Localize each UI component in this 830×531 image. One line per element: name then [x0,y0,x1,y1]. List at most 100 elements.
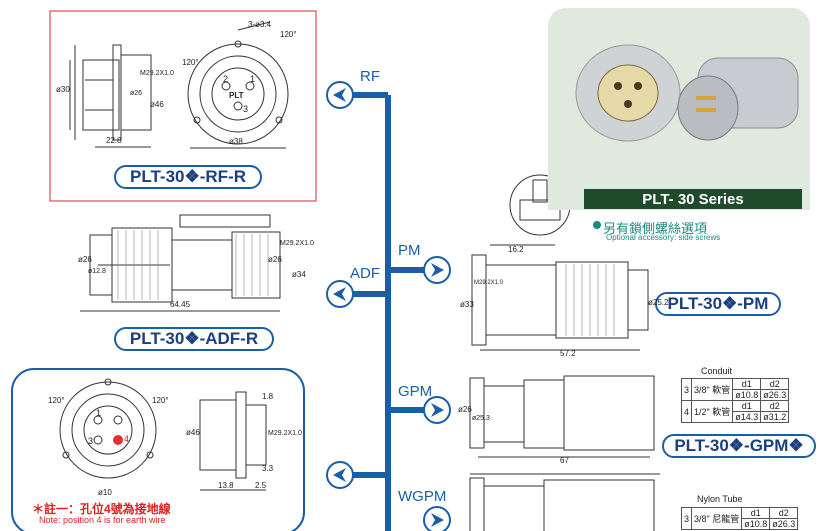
dim-label: ø33 [460,300,474,309]
dim-label: 120° [280,30,297,39]
d1-header: d1 [732,378,762,390]
table-row: 3 3/8" 軟管 d1 d2 [680,378,790,401]
note-text-en: Note: position 4 is for earth wire [39,515,166,525]
logo-mark: PLT [229,91,244,100]
dim-label: ø26 [268,255,282,264]
branch-label-rf: RF [360,68,380,85]
nylon-table: 3 3/8" 尼龍管 d1 d2 ø10.8 ø26.3 [680,507,799,530]
dim-label: 2.5 [255,481,267,490]
size-cell: 3/8" 軟管 [691,378,734,401]
dim-label: ø25.2 [648,298,669,307]
size-cell: 3/8" 尼龍管 [691,507,743,530]
pm-side-view [471,244,649,351]
note-text-zh: ＊註一：孔位4號為接地線 [32,502,171,516]
model-label-pm: PLT-30❖-PM [655,292,781,316]
d1-header: d1 [741,507,771,519]
product-photo-panel [548,8,810,210]
d2-value: ø31.2 [760,411,790,423]
conduit-table: 3 3/8" 軟管 d1 d2 ø10.8 ø26.3 4 1/2" 軟管 d1… [680,378,790,423]
dim-label: 120° [48,396,65,405]
d2-header: d2 [760,378,790,390]
wgpm-right-arrow-icon [423,506,451,531]
table-row: ø10.8 ø26.3 [682,518,799,530]
dim-label: ø25.3 [472,415,490,422]
model-label-gpm: PLT-30❖-GPM❖ [662,434,816,458]
rf-side-view [69,44,152,148]
dim-label: ø12.8 [88,268,106,275]
dim-label: ø38 [229,137,243,146]
dim-label: 120° [182,58,199,67]
option-text-zh: 另有鎖側螺絲選項 [603,221,708,236]
table-row: ø10.8 ø26.3 [682,389,790,401]
adf-knurl [117,230,269,300]
d1-value: ø10.8 [732,389,762,401]
series-title-banner: PLT- 30 Series [584,189,802,209]
option-bullet-icon [593,221,601,229]
row-number: 4 [680,400,693,423]
pm-arrow-icon [423,256,451,284]
model-label-adf: PLT-30❖-ADF-R [114,327,274,351]
branch-label-pm: PM [398,242,421,259]
d1-value: ø14.3 [732,411,762,423]
dim-label: ø26 [458,405,472,414]
earth-pin-highlight [113,435,123,445]
d2-value: ø26.3 [760,389,790,401]
dim-label: ø30 [56,85,70,94]
dim-label: M29.2X1.0 [268,430,302,437]
dim-label: 64.45 [170,300,191,309]
dim-label: ø26 [78,255,92,264]
dim-label: 3.3 [262,464,274,473]
conduit-title: Conduit [701,366,733,376]
branch-label-wgpm: WGPM [398,488,447,505]
table-row: 4 1/2" 軟管 d1 d2 [680,400,790,423]
dim-label: 22.8 [106,136,122,145]
option-text-en: Optional accessory: side screws [606,233,721,242]
dim-label: ø26 [130,90,143,97]
dim-label: 1.8 [262,392,274,401]
ground-note-frame [11,368,305,531]
branch-tree [340,92,436,531]
adf-arrow-icon [326,280,354,308]
bottom-side-view [199,391,267,491]
pin-label: 2 [223,74,229,84]
wgpm-arrow-icon [326,461,354,489]
dim-label: 16.2 [508,245,524,254]
dim-label: 120° [152,396,169,405]
nylon-title: Nylon Tube [697,494,743,504]
pin-label: 1 [96,408,102,418]
d1-header: d1 [732,400,762,412]
dim-label: M29.2X1.0 [140,70,174,77]
dim-label: ø34 [292,270,306,279]
branch-label-adf: ADF [350,265,380,282]
wgpm-side-view [469,473,660,531]
dim-label: ø46 [150,100,164,109]
branch-label-gpm: GPM [398,383,433,400]
gpm-arrow-icon [423,396,451,424]
rf-arrow-icon [326,81,354,109]
bottom-front-view [59,378,157,479]
pm-knurl [565,264,615,336]
d2-header: d2 [769,507,799,519]
pin-label: 3 [243,104,249,114]
d2-header: d2 [760,400,790,412]
row-number: 3 [680,378,693,401]
pin-label: 1 [250,74,256,84]
adf-side-view [80,214,281,312]
gpm-side-view [469,375,655,458]
branch-arrows [326,81,451,531]
dim-label: 3-ø3.4 [248,20,272,29]
model-label-rf: PLT-30❖-RF-R [114,165,262,189]
pin-label: 4 [124,434,130,444]
table-row: ø14.3 ø31.2 [682,411,790,423]
pin-label: 3 [88,436,94,446]
d2-value: ø26.3 [769,518,799,530]
connector-photo [575,44,799,142]
row-number: 3 [680,507,693,530]
size-cell: 1/2" 軟管 [691,400,734,423]
dim-label: M29.2X1.0 [280,240,314,247]
d1-value: ø10.8 [741,518,771,530]
dim-label: 67 [560,456,569,465]
dim-label: M29.2X1.0 [474,280,504,286]
table-row: 3 3/8" 尼龍管 d1 d2 [680,507,799,530]
